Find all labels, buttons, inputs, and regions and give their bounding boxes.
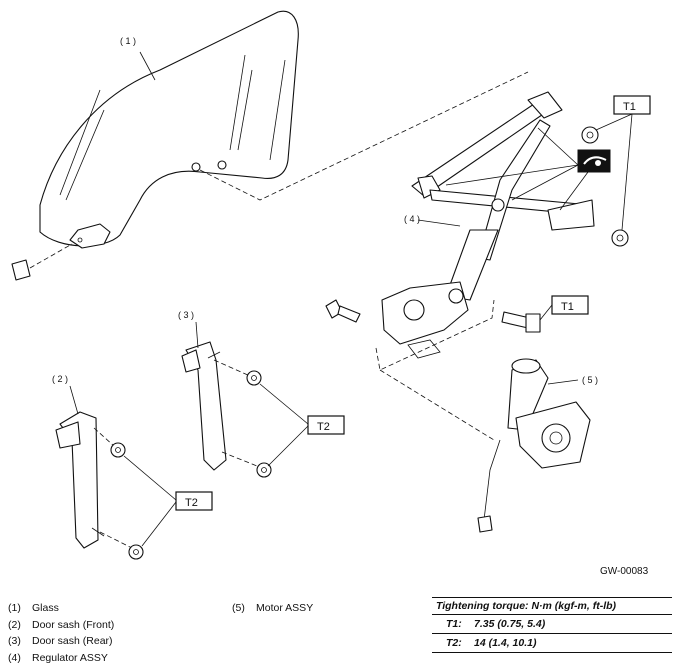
torque-tag-t2-right: T2	[307, 415, 345, 435]
nut-sash-front-bottom	[128, 544, 144, 560]
legend-item: (2)Door sash (Front)	[8, 618, 115, 631]
callout-3: ( 3 )	[178, 310, 194, 320]
bolt-left	[325, 299, 361, 323]
legend-item: (5)Motor ASSY	[232, 602, 314, 614]
nut-lower	[611, 229, 629, 247]
bolt-right	[501, 311, 541, 333]
torque-row: T2:14 (1.4, 10.1)	[432, 634, 672, 653]
callout-5: ( 5 )	[582, 375, 598, 385]
nut-top	[581, 126, 599, 144]
glass-clip	[11, 259, 31, 281]
torque-tag-t1-mid: T1	[551, 295, 589, 315]
torque-row: T1:7.35 (0.75, 5.4)	[432, 615, 672, 634]
callout-1: ( 1 )	[120, 36, 136, 46]
door-sash-front-part	[55, 411, 105, 549]
svg-text:T1: T1	[623, 101, 636, 113]
legend-item: (1)Glass	[8, 602, 59, 614]
torque-table: Tightening torque: N·m (kgf-m, ft-lb) T1…	[432, 597, 672, 653]
svg-text:T2: T2	[317, 421, 330, 433]
nut-sash-rear-top	[246, 370, 262, 386]
svg-text:T2: T2	[185, 497, 198, 509]
callout-2: ( 2 )	[52, 374, 68, 384]
door-sash-rear-part	[181, 341, 227, 471]
torque-tag-t1-top: T1	[613, 95, 651, 115]
torque-tag-t2-bottom: T2	[175, 491, 213, 511]
regulator-part	[381, 91, 595, 359]
figure-code: GW-00083	[600, 566, 649, 577]
motor-part	[477, 358, 591, 533]
parts-legend-col2: (5)Motor ASSY	[232, 600, 313, 617]
parts-legend: (1)Glass (2)Door sash (Front) (3)Door sa…	[8, 600, 114, 666]
nut-sash-front-top	[110, 442, 126, 458]
legend-item: (3)Door sash (Rear)	[8, 635, 113, 647]
exploded-diagram: ( 1 ) ( 4 )	[11, 10, 651, 560]
torque-header: Tightening torque: N·m (kgf-m, ft-lb)	[432, 597, 672, 615]
glass-part	[39, 10, 299, 249]
nut-sash-rear-bottom	[256, 462, 272, 478]
svg-text:T1: T1	[561, 301, 574, 313]
legend-item: (4)Regulator ASSY	[8, 651, 108, 664]
grease-application-icon	[577, 149, 611, 173]
callout-4: ( 4 )	[404, 214, 420, 224]
